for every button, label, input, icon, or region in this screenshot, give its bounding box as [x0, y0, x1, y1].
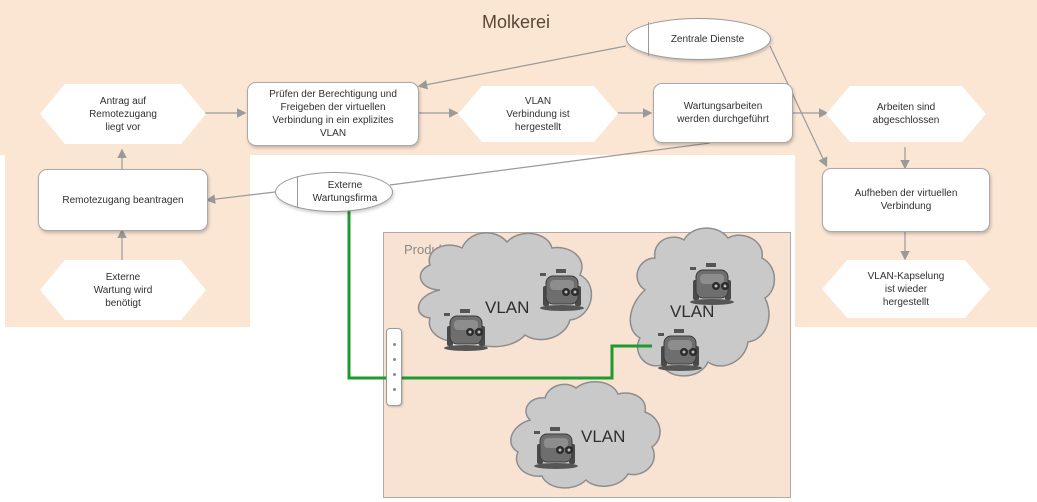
flow-connectors — [117, 45, 910, 261]
maintenance-running-label: Wartungsarbeiten werden durchgeführt — [677, 101, 769, 125]
request-exists-label: Antrag auf Remotezugang liegt vor — [89, 95, 157, 133]
request-exists-node[interactable]: Antrag auf Remotezugang liegt vor — [40, 84, 206, 144]
vlan-cloud-3-label: VLAN — [581, 427, 626, 446]
central-services-label: Zentrale Dienste — [670, 33, 745, 45]
vlan-cloud-2-label: VLAN — [670, 302, 715, 321]
maintenance-running-node[interactable]: Wartungsarbeiten werden durchgeführt — [653, 83, 793, 143]
work-finished-node[interactable]: Arbeiten sind abgeschlossen — [826, 86, 986, 142]
dissolve-connection-label: Aufheben der virtuellen Verbindung — [854, 188, 958, 212]
network-connection-line — [347, 210, 652, 380]
work-finished-label: Arbeiten sind abgeschlossen — [872, 102, 940, 126]
network-switch-icon — [386, 328, 402, 406]
check-permission-label: Prüfen der Berechtigung und Freigeben de… — [269, 89, 397, 139]
request-remote-node[interactable]: Remotezugang beantragen — [38, 169, 208, 231]
maintenance-needed-label: Externe Wartung wird benötigt — [93, 271, 153, 309]
diagram-title: Molkerei — [482, 12, 551, 32]
vlan-established-node[interactable]: VLAN Verbindung ist hergestellt — [458, 86, 618, 142]
vlan-cloud-1-label: VLAN — [485, 298, 530, 317]
vlan-established-label: VLAN Verbindung ist hergestellt — [506, 95, 570, 133]
dissolve-connection-node[interactable]: Aufheben der virtuellen Verbindung — [822, 168, 990, 232]
external-company-label: Externe Wartungsfirma — [312, 180, 378, 204]
vlan-encapsulation-label: VLAN-Kapselung ist wieder hergestellt — [867, 270, 945, 308]
request-remote-label: Remotezugang beantragen — [62, 194, 184, 206]
vlan-encapsulation-node[interactable]: VLAN-Kapselung ist wieder hergestellt — [822, 260, 990, 318]
check-permission-node[interactable]: Prüfen der Berechtigung und Freigeben de… — [247, 82, 419, 146]
maintenance-needed-node[interactable]: Externe Wartung wird benötigt — [40, 260, 206, 320]
external-company-oval[interactable]: Externe Wartungsfirma — [275, 172, 393, 212]
central-services-oval[interactable]: Zentrale Dienste — [626, 18, 771, 60]
